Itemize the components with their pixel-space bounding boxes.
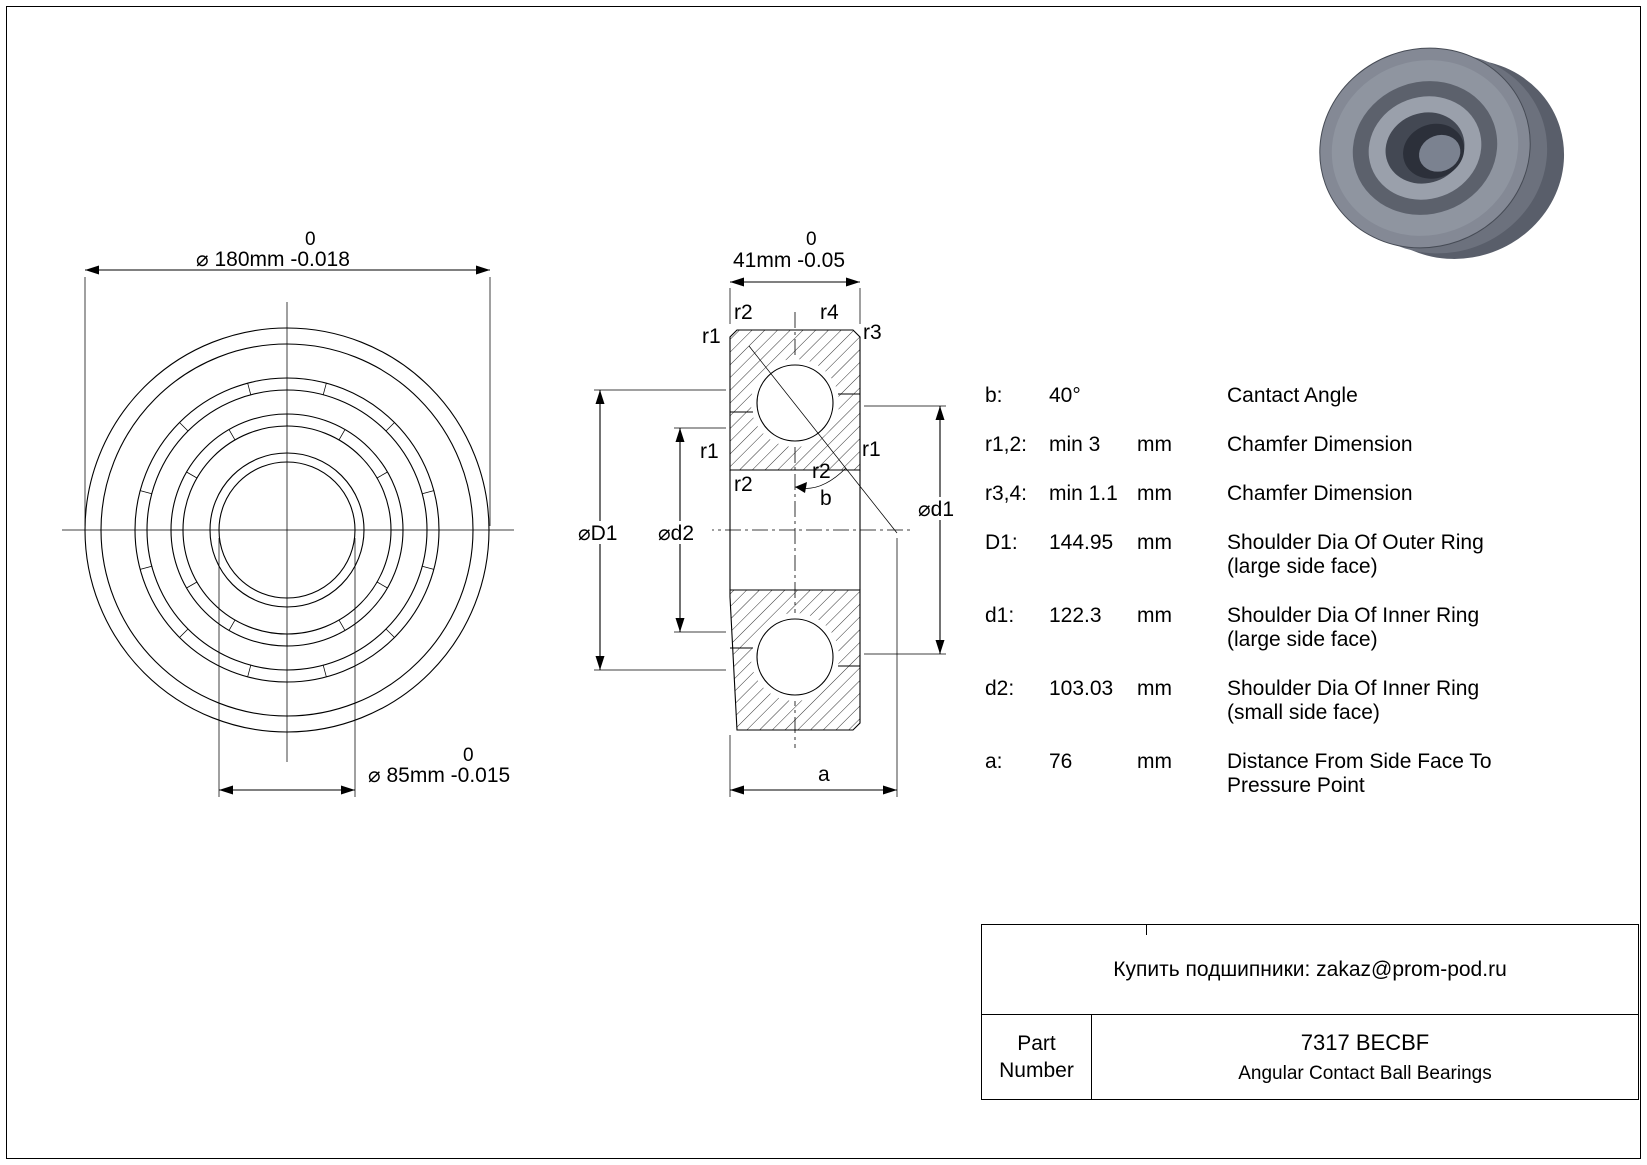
- spec-value: 40°: [1049, 384, 1081, 407]
- contact-angle-label: b: [820, 487, 832, 510]
- spec-unit: mm: [1137, 531, 1172, 554]
- lower-ball-clearance: [751, 613, 839, 701]
- spec-description-line1: Cantact Angle: [1227, 384, 1358, 407]
- front-view: 0 ⌀ 180mm -0.018 0 ⌀ 85mm -0.015: [62, 229, 514, 797]
- spec-row-d1: d1: 122.3 mm Shoulder Dia Of Inner Ring …: [985, 604, 1640, 652]
- part-row: Part Number 7317 BECBF Angular Contact B…: [982, 1015, 1638, 1099]
- spec-value: min 1.1: [1049, 482, 1118, 505]
- dia-d1-label: ⌀d1: [918, 498, 954, 521]
- spec-description-line1: Chamfer Dimension: [1227, 433, 1413, 456]
- contact-angle-arrow: [795, 482, 807, 493]
- od-dimension: 0 ⌀ 180mm -0.018: [84, 229, 491, 526]
- chamfer-label-r2-mid-right: r2: [812, 460, 831, 483]
- spec-row-D1: D1: 144.95 mm Shoulder Dia Of Outer Ring…: [985, 531, 1640, 579]
- spec-symbol: d1:: [985, 604, 1015, 627]
- spec-row-d2: d2: 103.03 mm Shoulder Dia Of Inner Ring…: [985, 677, 1640, 725]
- title-block-tick: [1146, 924, 1147, 935]
- contact-row: Купить подшипники: zakaz@prom-pod.ru: [982, 925, 1638, 1015]
- spec-description: Distance From Side Face To Pressure Poin…: [1227, 750, 1640, 798]
- spec-description: Shoulder Dia Of Outer Ring (large side f…: [1227, 531, 1640, 579]
- chamfer-label-r1-top-left: r1: [702, 325, 721, 348]
- contact-angle-line: [748, 345, 898, 534]
- a-dimension-label: a: [818, 763, 830, 786]
- spec-description: Cantact Angle: [1227, 384, 1640, 408]
- cage-pocket-ticks-outer: [140, 383, 434, 677]
- dia-d2-label: ⌀d2: [658, 522, 694, 545]
- spec-value: min 3: [1049, 433, 1101, 456]
- spec-description: Shoulder Dia Of Inner Ring (small side f…: [1227, 677, 1640, 725]
- chamfer-label-r3-top-right: r3: [863, 321, 882, 344]
- part-type: Angular Contact Ball Bearings: [1238, 1062, 1492, 1084]
- spec-value: 144.95: [1049, 531, 1114, 554]
- bore-dimension: 0 ⌀ 85mm -0.015: [218, 538, 510, 797]
- d2-inner-shoulder-small-dimension: ⌀d2: [654, 427, 726, 633]
- chamfer-label-r4-top: r4: [820, 301, 839, 324]
- spec-unit: mm: [1137, 433, 1172, 456]
- a-dimension: a: [729, 538, 898, 797]
- spec-unit: mm: [1137, 604, 1172, 627]
- spec-row-r34: r3,4: min 1.1 mm Chamfer Dimension: [985, 482, 1640, 506]
- spec-value: 76: [1049, 750, 1073, 773]
- spec-description: Chamfer Dimension: [1227, 433, 1640, 457]
- spec-row-a: a: 76 mm Distance From Side Face To Pres…: [985, 750, 1640, 798]
- contact-text: Купить подшипники: zakaz@prom-pod.ru: [1113, 957, 1507, 981]
- chamfer-label-r2-top: r2: [734, 301, 753, 324]
- spec-value: 103.03: [1049, 677, 1114, 700]
- section-view: 0 41mm -0.05 r2 r4 r1 r3 r1 r1 r2 r2 b ⌀…: [574, 229, 972, 797]
- upper-ball-clearance: [751, 359, 839, 447]
- spec-symbol: r1,2:: [985, 433, 1028, 456]
- od-dimension-label: ⌀ 180mm -0.018: [196, 248, 350, 271]
- race-split-lines: [730, 393, 860, 667]
- spec-description-line2: (large side face): [1227, 628, 1378, 651]
- cage-pocket-ticks-inner: [171, 414, 403, 646]
- part-number-value: 7317 BECBF: [1300, 1029, 1430, 1055]
- spec-symbol: b:: [985, 384, 1003, 407]
- upper-ball: [756, 364, 834, 442]
- spec-description-line1: Shoulder Dia Of Inner Ring: [1227, 604, 1480, 627]
- od-tolerance-upper: 0: [305, 229, 316, 250]
- width-dimension-label: 41mm -0.05: [733, 249, 845, 272]
- spec-description-line1: Distance From Side Face To: [1227, 750, 1492, 773]
- spec-table: b: 40° Cantact Angle r1,2: min 3 mm Cham…: [985, 384, 1640, 823]
- spec-description-line2: Pressure Point: [1227, 774, 1365, 797]
- spec-description-line1: Shoulder Dia Of Inner Ring: [1227, 677, 1480, 700]
- chamfer-label-r1-mid-right: r1: [862, 438, 881, 461]
- lower-ball: [756, 618, 834, 696]
- bore-dimension-label: ⌀ 85mm -0.015: [368, 764, 510, 787]
- part-number-label: Part Number: [982, 1015, 1092, 1099]
- title-block: Купить подшипники: zakaz@prom-pod.ru Par…: [981, 924, 1639, 1100]
- bearing-3d-render: [1319, 47, 1565, 259]
- spec-unit: mm: [1137, 750, 1172, 773]
- spec-unit: mm: [1137, 482, 1172, 505]
- width-tolerance-upper: 0: [806, 229, 817, 250]
- spec-description: Shoulder Dia Of Inner Ring (large side f…: [1227, 604, 1640, 652]
- d1-inner-shoulder-large-dimension: ⌀d1: [864, 405, 972, 655]
- width-dimension: 0 41mm -0.05: [729, 229, 861, 324]
- d1-outer-shoulder-dimension: ⌀D1: [574, 389, 726, 671]
- spec-unit: mm: [1137, 677, 1172, 700]
- spec-description-line1: Chamfer Dimension: [1227, 482, 1413, 505]
- spec-row-r12: r1,2: min 3 mm Chamfer Dimension: [985, 433, 1640, 457]
- spec-description-line2: (small side face): [1227, 701, 1380, 724]
- spec-description: Chamfer Dimension: [1227, 482, 1640, 506]
- spec-description-line1: Shoulder Dia Of Outer Ring: [1227, 531, 1484, 554]
- spec-symbol: a:: [985, 750, 1003, 773]
- spec-description-line2: (large side face): [1227, 555, 1378, 578]
- chamfer-label-r1-mid-left: r1: [700, 440, 719, 463]
- bore-tolerance-upper: 0: [463, 745, 474, 766]
- dia-D1-label: ⌀D1: [578, 522, 618, 545]
- chamfer-label-r2-mid-left: r2: [734, 473, 753, 496]
- spec-symbol: d2:: [985, 677, 1015, 700]
- spec-row-b: b: 40° Cantact Angle: [985, 384, 1640, 408]
- spec-symbol: D1:: [985, 531, 1018, 554]
- spec-unit: [1137, 384, 1227, 408]
- spec-value: 122.3: [1049, 604, 1102, 627]
- spec-symbol: r3,4:: [985, 482, 1028, 505]
- part-number-cell: 7317 BECBF Angular Contact Ball Bearings: [1092, 1015, 1638, 1099]
